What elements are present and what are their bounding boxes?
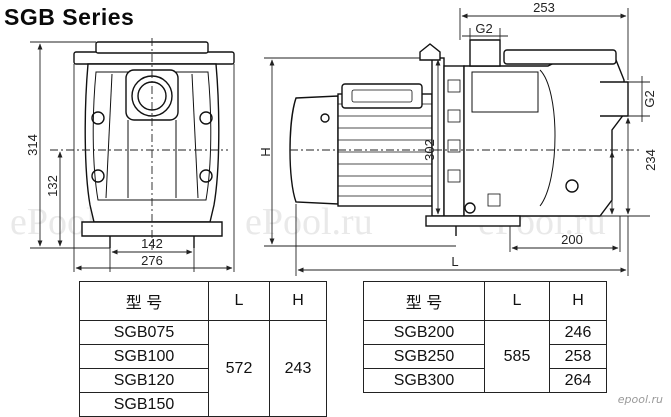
table-b-h-value: 258 (549, 344, 607, 369)
dim-height-314: 314 (25, 134, 40, 156)
dim-base-length-200: 200 (561, 232, 583, 247)
table-a-header-row: 型 号 L H (79, 281, 327, 321)
table-b-h-value: 264 (549, 368, 607, 393)
dim-base-width-142: 142 (141, 236, 163, 251)
front-view (73, 41, 235, 248)
spec-table-b: 型 号 L H SGB200 585 246 SGB250 258 SGB300… (363, 281, 607, 393)
table-b-header-row: 型 号 L H (363, 281, 607, 321)
watermark-middle: ePool.ru (245, 201, 373, 243)
table-a-model: SGB100 (79, 344, 209, 369)
dim-outlet-height-234: 234 (643, 149, 658, 171)
dim-height-h: H (258, 147, 273, 156)
table-row: SGB075 572 243 (79, 320, 327, 417)
dim-total-width-276: 276 (141, 253, 163, 268)
table-a-model: SGB075 (79, 320, 209, 345)
table-a-l-value: 572 (208, 320, 270, 417)
dim-inlet-thread-g2: G2 (475, 21, 492, 36)
table-row: SGB120 (79, 368, 327, 393)
dim-outlet-thread-g2: G2 (642, 90, 657, 107)
table-b-l-value: 585 (484, 320, 550, 393)
table-a-header-model: 型 号 (79, 281, 209, 321)
table-b-header-l: L (484, 281, 550, 321)
table-b-header-model: 型 号 (363, 281, 485, 321)
spec-table-a: 型 号 L H SGB075 572 243 SGB100 SGB120 SGB… (79, 281, 327, 417)
brand-logo: epool.ru (617, 393, 663, 406)
dim-top-length-253: 253 (533, 0, 555, 15)
table-b-header-h: H (549, 281, 607, 321)
table-b-model: SGB300 (363, 368, 485, 393)
dim-inlet-height-132: 132 (45, 175, 60, 197)
table-a-header-h: H (269, 281, 327, 321)
page-title: SGB Series (4, 4, 135, 30)
table-row: SGB200 585 246 (363, 320, 607, 393)
side-view-dimensions (264, 8, 650, 276)
dim-motor-height-302: 302 (422, 139, 437, 161)
table-b-model: SGB200 (363, 320, 485, 345)
table-a-header-l: L (208, 281, 270, 321)
table-b-model: SGB250 (363, 344, 485, 369)
table-b-h-value: 246 (549, 320, 607, 345)
table-row: SGB100 (79, 344, 327, 369)
table-a-h-value: 243 (269, 320, 327, 417)
table-row: SGB300 264 (363, 368, 607, 393)
table-a-model: SGB150 (79, 392, 209, 417)
front-view-dimensions (30, 38, 235, 272)
table-a-model: SGB120 (79, 368, 209, 393)
dim-length-l: L (451, 254, 458, 269)
side-view (289, 39, 629, 236)
